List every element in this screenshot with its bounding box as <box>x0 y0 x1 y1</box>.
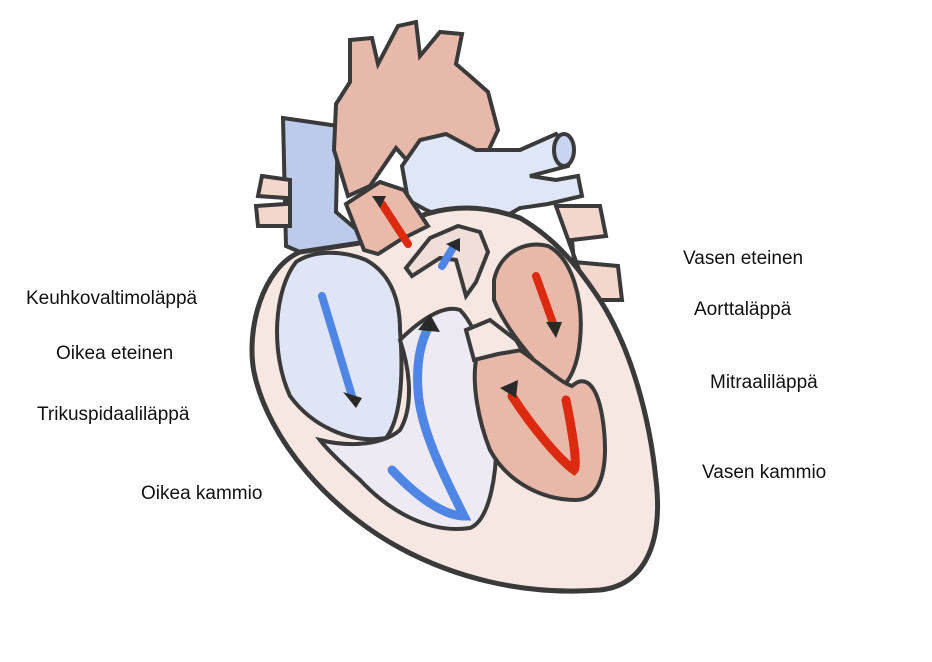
arrow-head-aortic <box>372 196 386 208</box>
pulmonary-vein-left <box>253 173 292 228</box>
label-aorttalappa: Aorttaläppä <box>694 299 792 320</box>
pulmonary-artery-opening <box>552 132 576 168</box>
arrow-head-right-atrium <box>343 392 362 408</box>
label-oikea-eteinen: Oikea eteinen <box>56 343 174 364</box>
flow-arrow-left-ventricle <box>507 391 580 476</box>
arrow-head-left-ventricle <box>500 380 518 398</box>
flow-arrow-left-atrium <box>532 272 558 330</box>
label-mitraalilappa: Mitraaliläppä <box>710 372 818 393</box>
left-atrium-chamber <box>492 242 583 391</box>
label-keuhkovaltimolappa: Keuhkovaltimoläppä <box>26 288 198 309</box>
label-vasen-eteinen: Vasen eteinen <box>683 248 804 269</box>
right-ventricle-chamber <box>315 306 499 531</box>
arrow-head-left-atrium <box>546 322 562 338</box>
flow-arrow-aortic <box>378 200 412 248</box>
arrow-head-right-ventricle <box>418 314 440 332</box>
mitral-valve-leaflet <box>463 317 526 363</box>
label-vasen-kammio: Vasen kammio <box>702 462 827 483</box>
flow-arrow-right-atrium <box>318 292 356 400</box>
flow-arrow-pulmonary <box>438 242 458 270</box>
pulmonary-valve-region <box>403 223 491 301</box>
flow-arrow-right-ventricle <box>387 323 472 521</box>
label-trikuspidaalilappa: Trikuspidaaliläppä <box>37 404 190 425</box>
label-oikea-kammio: Oikea kammio <box>141 483 263 504</box>
arrow-head-pulmonary <box>446 238 460 252</box>
